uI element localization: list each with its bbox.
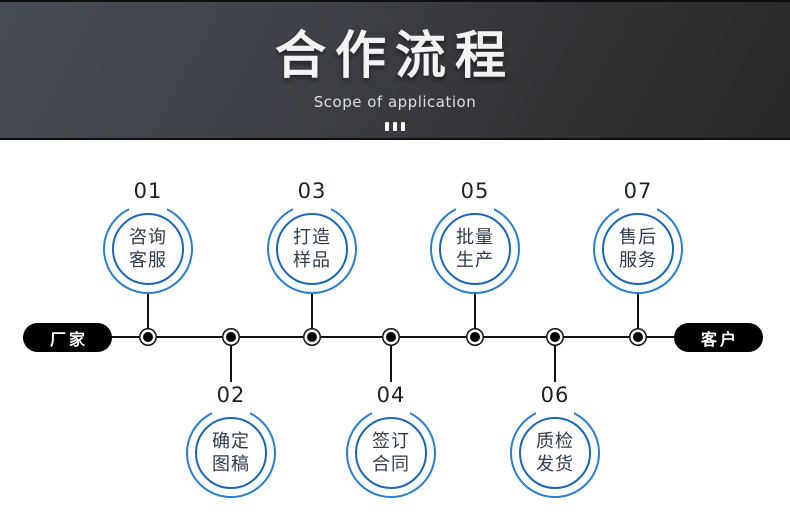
step-05: 05 批量 生产 xyxy=(427,178,523,294)
step-number: 01 xyxy=(133,179,163,203)
step-label-line2: 发货 xyxy=(536,454,574,475)
step-label-line2: 服务 xyxy=(619,250,657,271)
timeline-node-03 xyxy=(307,332,317,342)
step-circle: 批量 生产 xyxy=(430,202,520,294)
step-label-line1: 打造 xyxy=(293,227,331,248)
timeline-node-05 xyxy=(470,332,480,342)
endpoint-customer-label: 客户 xyxy=(700,329,739,349)
connector-line-03 xyxy=(311,294,313,328)
step-circle: 质检 发货 xyxy=(510,406,600,498)
step-circle: 确定 图稿 xyxy=(186,406,276,498)
step-number: 06 xyxy=(540,383,570,407)
step-label-line1: 咨询 xyxy=(129,227,167,248)
step-label-line1: 确定 xyxy=(212,431,250,452)
connector-line-05 xyxy=(474,294,476,328)
decorative-bars-icon xyxy=(385,122,405,131)
step-number: 05 xyxy=(460,179,490,203)
step-label-line2: 合同 xyxy=(372,454,410,475)
step-04: 04 签订 合同 xyxy=(343,382,439,498)
timeline-node-01 xyxy=(143,332,153,342)
step-circle: 咨询 客服 xyxy=(103,202,193,294)
step-number: 02 xyxy=(216,383,246,407)
step-circle: 售后 服务 xyxy=(593,202,683,294)
step-number: 04 xyxy=(376,383,406,407)
step-07: 07 售后 服务 xyxy=(590,178,686,294)
step-label-line1: 签订 xyxy=(372,431,410,452)
connector-line-01 xyxy=(147,294,149,328)
step-label-line2: 图稿 xyxy=(212,454,250,475)
step-06: 06 质检 发货 xyxy=(507,382,603,498)
connector-line-02 xyxy=(230,346,232,382)
step-01: 01 咨询 客服 xyxy=(100,178,196,294)
step-label-line2: 客服 xyxy=(129,250,167,271)
step-label-line1: 质检 xyxy=(536,431,574,452)
step-label-line1: 售后 xyxy=(619,227,657,248)
timeline-node-06 xyxy=(550,332,560,342)
step-label-line2: 生产 xyxy=(456,250,494,271)
endpoint-manufacturer: 厂家 xyxy=(23,323,112,352)
endpoint-customer: 客户 xyxy=(674,323,763,352)
step-number: 03 xyxy=(297,179,327,203)
step-circle: 打造 样品 xyxy=(267,202,357,294)
step-circle: 签订 合同 xyxy=(346,406,436,498)
step-number: 07 xyxy=(623,179,653,203)
timeline-node-02 xyxy=(226,332,236,342)
step-03: 03 打造 样品 xyxy=(264,178,360,294)
connector-line-07 xyxy=(637,294,639,328)
connector-line-04 xyxy=(390,346,392,382)
step-label-line2: 样品 xyxy=(293,250,331,271)
step-02: 02 确定 图稿 xyxy=(183,382,279,498)
page-title: 合作流程 xyxy=(274,27,515,86)
banner: 合作流程 Scope of application xyxy=(0,0,790,140)
page-subtitle: Scope of application xyxy=(313,93,477,111)
connector-line-06 xyxy=(554,346,556,382)
endpoint-manufacturer-label: 厂家 xyxy=(49,329,88,349)
step-label-line1: 批量 xyxy=(456,227,494,248)
timeline-node-04 xyxy=(386,332,396,342)
timeline-node-07 xyxy=(633,332,643,342)
